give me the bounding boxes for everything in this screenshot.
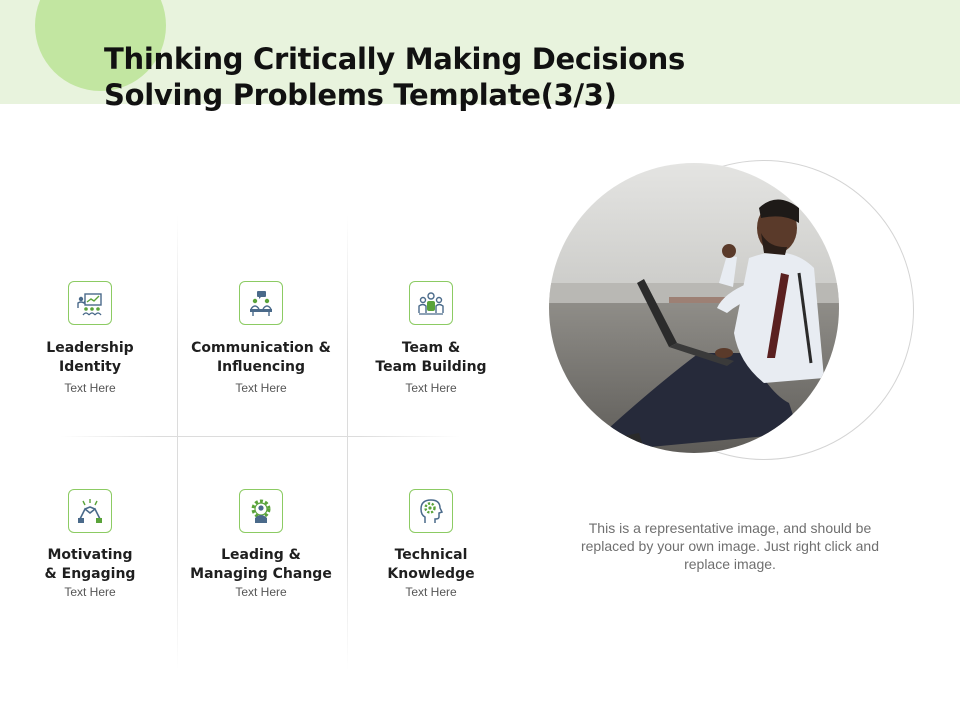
cell-text-communication-influencing: Text Here [235, 381, 287, 395]
cell-text-motivating-engaging: Text Here [64, 585, 116, 599]
cell-text-team-building: Text Here [405, 381, 457, 395]
communication-meeting-icon [239, 281, 283, 325]
image-caption: This is a representative image, and shou… [580, 520, 880, 572]
team-group-icon [409, 281, 453, 325]
page-title: Thinking Critically Making Decisions Sol… [104, 41, 824, 113]
grid-divider-vertical-2 [347, 215, 348, 670]
leadership-presentation-icon [68, 281, 112, 325]
cell-text-leadership-identity: Text Here [64, 381, 116, 395]
page-title-line-1: Thinking Critically Making Decisions [104, 42, 685, 76]
grid-divider-vertical-1 [177, 215, 178, 670]
man-with-laptop-image [549, 163, 839, 453]
gear-person-icon [239, 489, 283, 533]
grid-divider-horizontal [60, 436, 460, 437]
handshake-icon [68, 489, 112, 533]
page-title-line-2: Solving Problems Template(3/3) [104, 78, 617, 112]
cell-title-communication-influencing: Communication &Influencing [191, 340, 331, 375]
cell-text-technical-knowledge: Text Here [405, 585, 457, 599]
cell-text-leading-managing-change: Text Here [235, 585, 287, 599]
brain-gear-icon [409, 489, 453, 533]
cell-title-team-building: Team &Team Building [375, 340, 487, 375]
cell-title-motivating-engaging: Motivating& Engaging [44, 547, 136, 582]
cell-title-leading-managing-change: Leading &Managing Change [190, 547, 332, 582]
representative-photo[interactable] [549, 163, 839, 453]
